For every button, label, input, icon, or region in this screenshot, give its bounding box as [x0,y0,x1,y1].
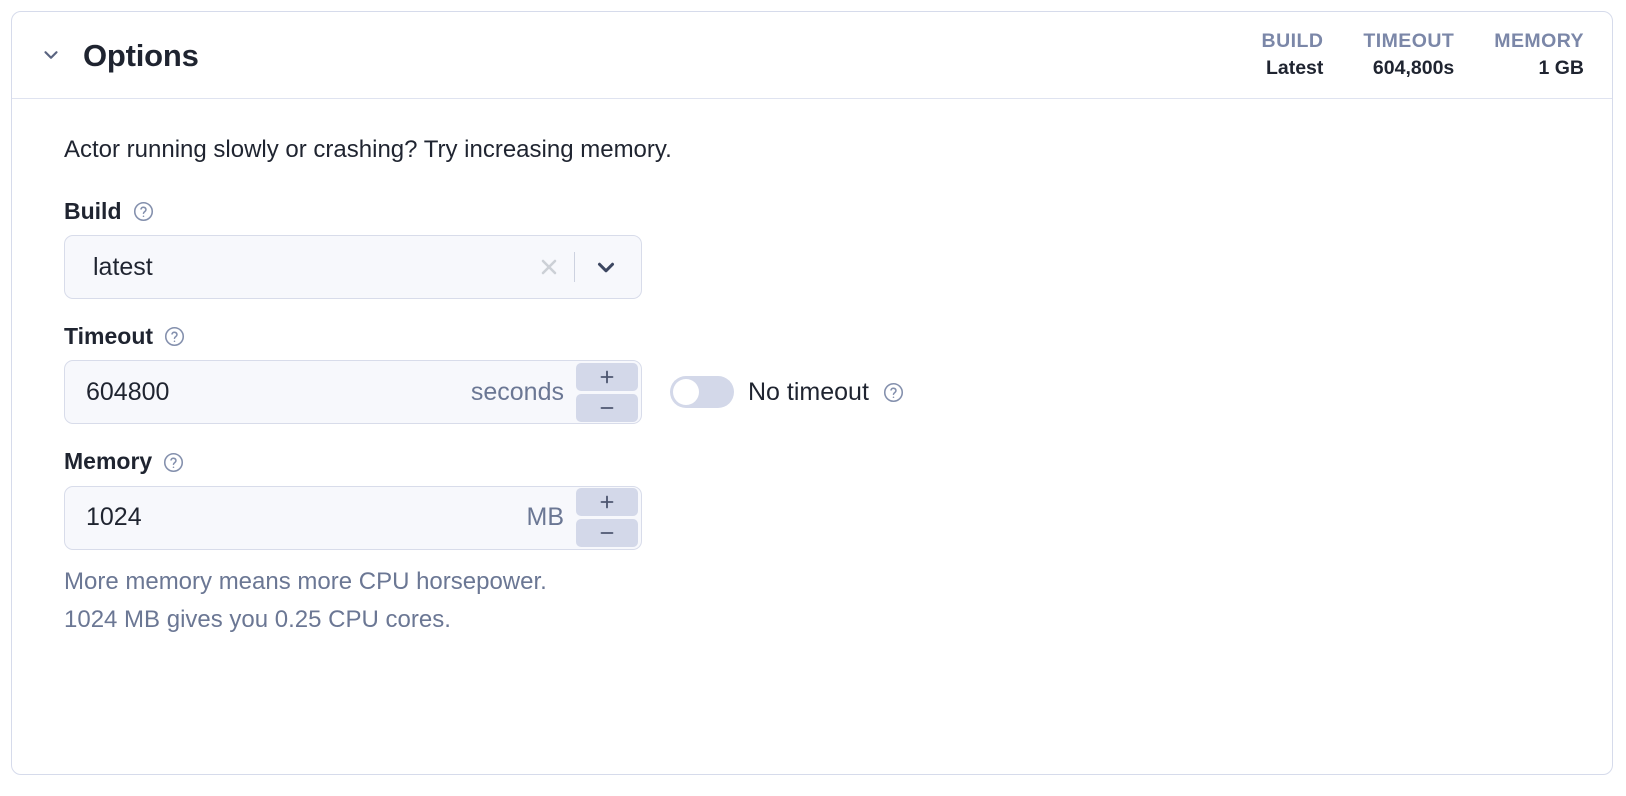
stat-build-label: BUILD [1261,30,1324,53]
toggle-knob [673,379,699,406]
timeout-input-value: 604800 [86,379,170,405]
memory-stepper [576,488,641,548]
chevron-down-icon[interactable] [38,42,64,68]
timeout-label-row: Timeout [64,323,1586,350]
memory-input[interactable]: 1024 MB [64,485,642,550]
help-circle-icon[interactable] [164,326,185,347]
build-select-value: latest [93,254,153,280]
stat-timeout-value: 604,800s [1372,56,1455,79]
plus-icon[interactable] [576,488,638,517]
timeout-field-block: Timeout 604800 seconds [64,323,1586,425]
timeout-control-row: 604800 seconds [64,360,1586,425]
memory-label-row: Memory [64,449,1586,474]
options-panel: Options BUILD Latest TIMEOUT 604,800s ME… [11,11,1613,775]
timeout-input[interactable]: 604800 seconds [64,360,642,425]
stat-memory-label: MEMORY [1494,30,1584,53]
stat-build-value: Latest [1265,56,1324,79]
minus-icon[interactable] [576,393,638,422]
memory-hint-line-1: More memory means more CPU horsepower. [64,567,547,595]
no-timeout-label: No timeout [748,377,869,406]
panel-header-left: Options [38,40,199,71]
no-timeout-toggle[interactable] [670,376,734,409]
timeout-unit: seconds [470,377,564,406]
close-icon[interactable] [534,252,564,282]
page-title: Options [83,37,199,73]
build-label-row: Build [64,197,1586,224]
timeout-stepper [576,362,641,422]
select-divider [574,252,575,283]
memory-hint: More memory means more CPU horsepower. 1… [64,563,1586,640]
timeout-label: Timeout [64,323,154,350]
options-panel-body: Actor running slowly or crashing? Try in… [12,99,1612,639]
stat-memory: MEMORY 1 GB [1454,29,1584,81]
header-stats: BUILD Latest TIMEOUT 604,800s MEMORY 1 G… [1222,29,1584,81]
build-select[interactable]: latest [64,235,642,300]
plus-icon[interactable] [576,362,638,391]
memory-unit: MB [526,503,565,532]
chevron-down-icon[interactable] [589,250,623,284]
help-circle-icon[interactable] [163,452,184,473]
minus-icon[interactable] [576,519,638,548]
memory-hint-line-2: 1024 MB gives you 0.25 CPU cores. [64,606,451,634]
intro-text: Actor running slowly or crashing? Try in… [64,136,672,163]
build-field-block: Build latest [64,197,1586,300]
stat-build: BUILD Latest [1222,29,1324,81]
memory-label: Memory [64,448,153,475]
memory-field-block: Memory 1024 MB [64,449,1586,639]
memory-input-value: 1024 [86,505,142,531]
build-label: Build [64,197,122,224]
stat-timeout-label: TIMEOUT [1363,30,1455,53]
help-circle-icon[interactable] [883,382,904,403]
stat-timeout: TIMEOUT 604,800s [1323,29,1454,81]
memory-control-row: 1024 MB [64,485,1586,550]
help-circle-icon[interactable] [133,201,154,222]
build-control-row: latest [64,235,1586,300]
stat-memory-value: 1 GB [1538,56,1584,79]
options-panel-header: Options BUILD Latest TIMEOUT 604,800s ME… [12,12,1612,99]
no-timeout-toggle-wrap: No timeout [670,376,904,409]
